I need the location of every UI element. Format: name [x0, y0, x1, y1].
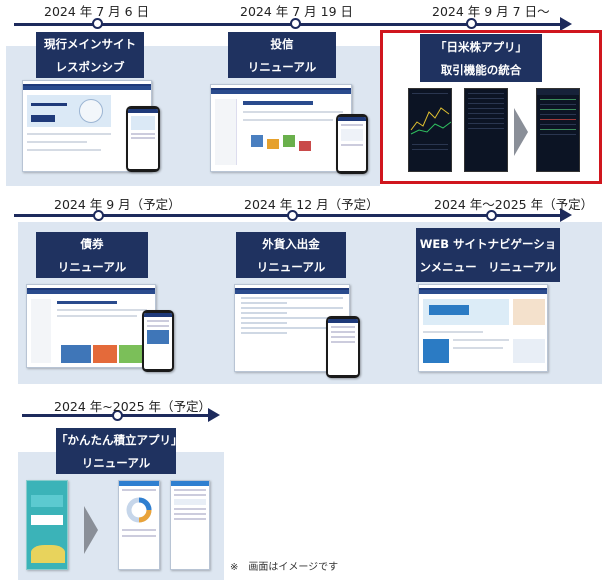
timeline-marker — [287, 210, 298, 221]
milestone-date: 2024 年~2025 年（予定） — [54, 399, 212, 414]
timeline-marker — [290, 18, 301, 29]
app-screenshot — [464, 88, 508, 172]
smartphone-screenshot — [336, 114, 368, 174]
timeline-marker — [486, 210, 497, 221]
app-screenshot — [170, 480, 210, 570]
milestone-label-line: リニューアル — [247, 59, 317, 74]
timeline-marker — [112, 410, 123, 421]
milestone-label-line: 投信 — [270, 36, 294, 51]
smartphone-screenshot — [142, 310, 174, 372]
milestone-label-line: ンメニュー リニューアル — [419, 259, 557, 274]
milestone-label-line: 現行メインサイト — [44, 36, 136, 51]
transition-arrow-icon — [84, 506, 98, 554]
milestone-label-line: レスポンシブ — [55, 59, 125, 74]
transition-arrow-icon — [514, 108, 528, 156]
milestone-label-line: 「かんたん積立アプリ」 — [56, 432, 183, 447]
timeline-marker — [92, 18, 103, 29]
arrowhead-icon — [560, 208, 572, 222]
milestone-label-line: リニューアル — [57, 259, 127, 274]
app-screenshot — [536, 88, 580, 172]
milestone-date: 2024 年 9 月 7 日～ — [432, 4, 550, 19]
row1-timeline-arrow — [14, 17, 572, 31]
milestone-label: 投信 リニューアル — [228, 32, 336, 78]
milestone-label: 外貨入出金 リニューアル — [236, 232, 346, 278]
website-screenshot — [418, 284, 548, 372]
milestone-date: 2024 年 7 月 19 日 — [240, 4, 354, 19]
milestone-date: 2024 年 9 月（予定） — [54, 197, 181, 212]
app-screenshot — [26, 480, 68, 570]
donut-chart-icon — [126, 497, 152, 523]
milestone-label-line: 取引機能の統合 — [440, 62, 522, 77]
milestone-label: 「日米株アプリ」 取引機能の統合 — [420, 34, 542, 82]
milestone-date: 2024 年 7 月 6 日 — [44, 4, 150, 19]
milestone-label-line: 債券 — [80, 236, 104, 251]
timeline-marker — [93, 210, 104, 221]
website-screenshot — [210, 84, 352, 172]
timeline-marker — [466, 18, 477, 29]
arrowhead-icon — [208, 408, 220, 422]
arrowhead-icon — [560, 17, 572, 31]
smartphone-screenshot — [326, 316, 360, 378]
app-screenshot — [118, 480, 160, 570]
milestone-date: 2024 年 12 月（予定） — [244, 197, 379, 212]
milestone-label: 「かんたん積立アプリ」 リニューアル — [56, 428, 183, 474]
milestone-label: WEB サイトナビゲーショ ンメニュー リニューアル — [416, 228, 560, 282]
milestone-date: 2024 年～2025 年（予定） — [434, 197, 594, 212]
milestone-label-line: 「日米株アプリ」 — [435, 39, 527, 54]
milestone-label-line: WEB サイトナビゲーショ — [419, 236, 557, 251]
website-screenshot — [26, 284, 156, 368]
image-note: ※ 画面はイメージです — [230, 562, 339, 573]
smartphone-screenshot — [126, 106, 160, 172]
milestone-label-line: リニューアル — [81, 455, 151, 470]
milestone-label-line: リニューアル — [256, 259, 326, 274]
milestone-label: 債券 リニューアル — [36, 232, 148, 278]
price-chart-icon — [410, 107, 451, 135]
milestone-label-line: 外貨入出金 — [262, 236, 320, 251]
milestone-label: 現行メインサイト レスポンシブ — [36, 32, 144, 78]
app-screenshot — [408, 88, 452, 172]
